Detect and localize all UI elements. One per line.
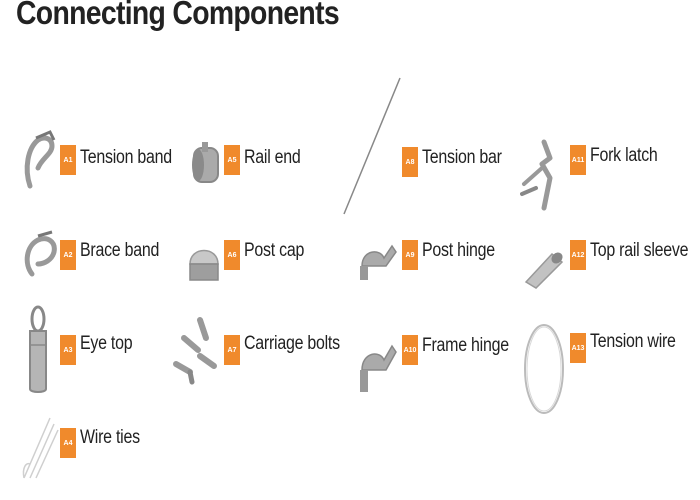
- component-code-badge: A4: [60, 428, 76, 458]
- component-code-badge: A10: [402, 335, 418, 365]
- component-label: Frame hinge: [422, 335, 509, 356]
- component-label: Post cap: [244, 240, 305, 261]
- post-cap-icon: [186, 240, 222, 286]
- component-code-badge: A7: [224, 335, 240, 365]
- component-label: Fork latch: [590, 145, 658, 166]
- tension-wire-icon: [522, 322, 566, 416]
- wire-ties-icon: [20, 412, 60, 482]
- component-label: Tension wire: [590, 331, 676, 352]
- component-label: Tension band: [80, 147, 172, 168]
- rail-end-icon: [188, 140, 222, 188]
- post-hinge-icon: [358, 236, 398, 282]
- component-code-badge: A1: [60, 145, 76, 175]
- component-label: Wire ties: [80, 427, 140, 448]
- tension-band-icon: [22, 128, 58, 192]
- top-rail-sleeve-icon: [522, 248, 566, 290]
- component-label: Rail end: [244, 147, 301, 168]
- eye-top-icon: [24, 305, 52, 397]
- component-code-badge: A5: [224, 145, 240, 175]
- component-label: Tension bar: [422, 147, 502, 168]
- fork-latch-icon: [520, 138, 560, 212]
- component-label: Eye top: [80, 333, 133, 354]
- brace-band-icon: [22, 228, 60, 280]
- component-label: Top rail sleeve: [590, 240, 689, 261]
- component-code-badge: A8: [402, 147, 418, 177]
- page-title: Connecting Components: [16, 0, 340, 31]
- component-code-badge: A13: [570, 333, 586, 363]
- component-code-badge: A6: [224, 240, 240, 270]
- component-label: Brace band: [80, 240, 160, 261]
- carriage-bolts-icon: [170, 316, 222, 386]
- component-code-badge: A12: [570, 240, 586, 270]
- component-code-badge: A9: [402, 240, 418, 270]
- component-code-badge: A3: [60, 335, 76, 365]
- component-code-badge: A2: [60, 240, 76, 270]
- component-label: Post hinge: [422, 240, 495, 261]
- tension-bar-icon: [340, 76, 404, 218]
- frame-hinge-icon: [358, 330, 398, 396]
- component-label: Carriage bolts: [244, 333, 340, 354]
- component-code-badge: A11: [570, 145, 586, 175]
